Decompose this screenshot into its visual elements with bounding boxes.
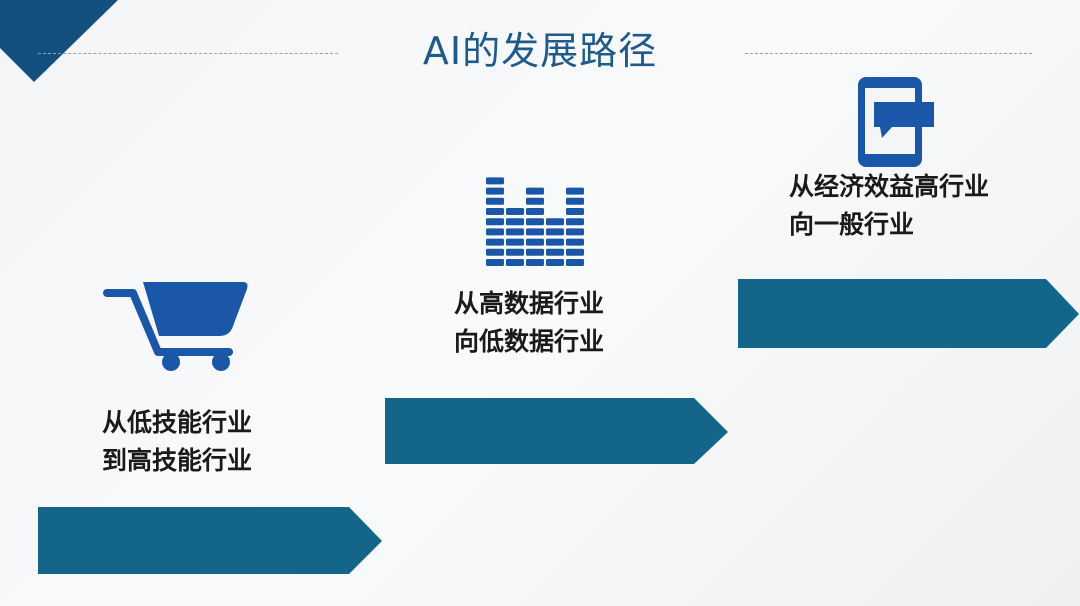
corner-accent-triangle bbox=[0, 0, 118, 82]
step-2-line-2: 向低数据行业 bbox=[454, 327, 605, 356]
bar-block bbox=[526, 218, 544, 226]
step-1-label: 从低技能行业 到高技能行业 bbox=[102, 404, 252, 480]
bar-block bbox=[546, 228, 564, 236]
bar-block bbox=[486, 208, 504, 215]
bar-block bbox=[506, 238, 524, 246]
shopping-cart-icon bbox=[103, 282, 248, 371]
title-divider-left bbox=[38, 53, 338, 54]
bar-block bbox=[546, 218, 564, 226]
bar-block bbox=[526, 187, 544, 195]
step-3-label: 从经济效益高行业 向一般行业 bbox=[789, 168, 989, 244]
bar-block bbox=[526, 238, 544, 246]
step-2-line-1: 从高数据行业 bbox=[454, 289, 605, 318]
bar-block bbox=[486, 259, 504, 266]
bar-block bbox=[526, 197, 544, 205]
bar-block bbox=[506, 248, 524, 256]
bar-block bbox=[486, 238, 504, 246]
mobile-chat-icon bbox=[858, 77, 934, 167]
step-3-line-1: 从经济效益高行业 bbox=[789, 172, 990, 201]
bar-block bbox=[566, 259, 584, 266]
bar-block bbox=[546, 248, 564, 256]
bar-block bbox=[506, 208, 524, 215]
bar-block bbox=[486, 248, 504, 256]
page-title: AI的发展路径 bbox=[422, 29, 658, 73]
bar-block bbox=[506, 218, 524, 226]
bar-block bbox=[526, 248, 544, 256]
bar-block bbox=[566, 238, 584, 246]
bar-block bbox=[546, 259, 564, 266]
step-1-arrow bbox=[38, 507, 382, 574]
step-2-label: 从高数据行业 向低数据行业 bbox=[454, 285, 604, 361]
bar-block bbox=[566, 228, 584, 236]
bar-block bbox=[566, 197, 584, 205]
step-3-line-2: 向一般行业 bbox=[789, 210, 915, 239]
bar-block bbox=[566, 208, 584, 215]
step-2-arrow bbox=[385, 398, 728, 464]
bar-block bbox=[546, 238, 564, 246]
bar-block bbox=[486, 218, 504, 226]
bar-block bbox=[486, 228, 504, 236]
bar-block bbox=[526, 228, 544, 236]
bar-block bbox=[566, 218, 584, 226]
bar-block bbox=[566, 187, 584, 195]
bar-block bbox=[486, 187, 504, 195]
step-1-line-1: 从低技能行业 bbox=[102, 408, 253, 437]
bar-chart-icon bbox=[486, 177, 584, 266]
step-3-arrow bbox=[738, 279, 1079, 348]
bar-block bbox=[506, 259, 524, 266]
bar-block bbox=[486, 177, 504, 185]
bar-block bbox=[566, 248, 584, 256]
step-1-line-2: 到高技能行业 bbox=[102, 446, 253, 475]
bar-block bbox=[526, 208, 544, 215]
title-divider-right bbox=[745, 53, 1032, 54]
bar-block bbox=[486, 197, 504, 205]
bar-block bbox=[506, 228, 524, 236]
bar-block bbox=[526, 259, 544, 266]
